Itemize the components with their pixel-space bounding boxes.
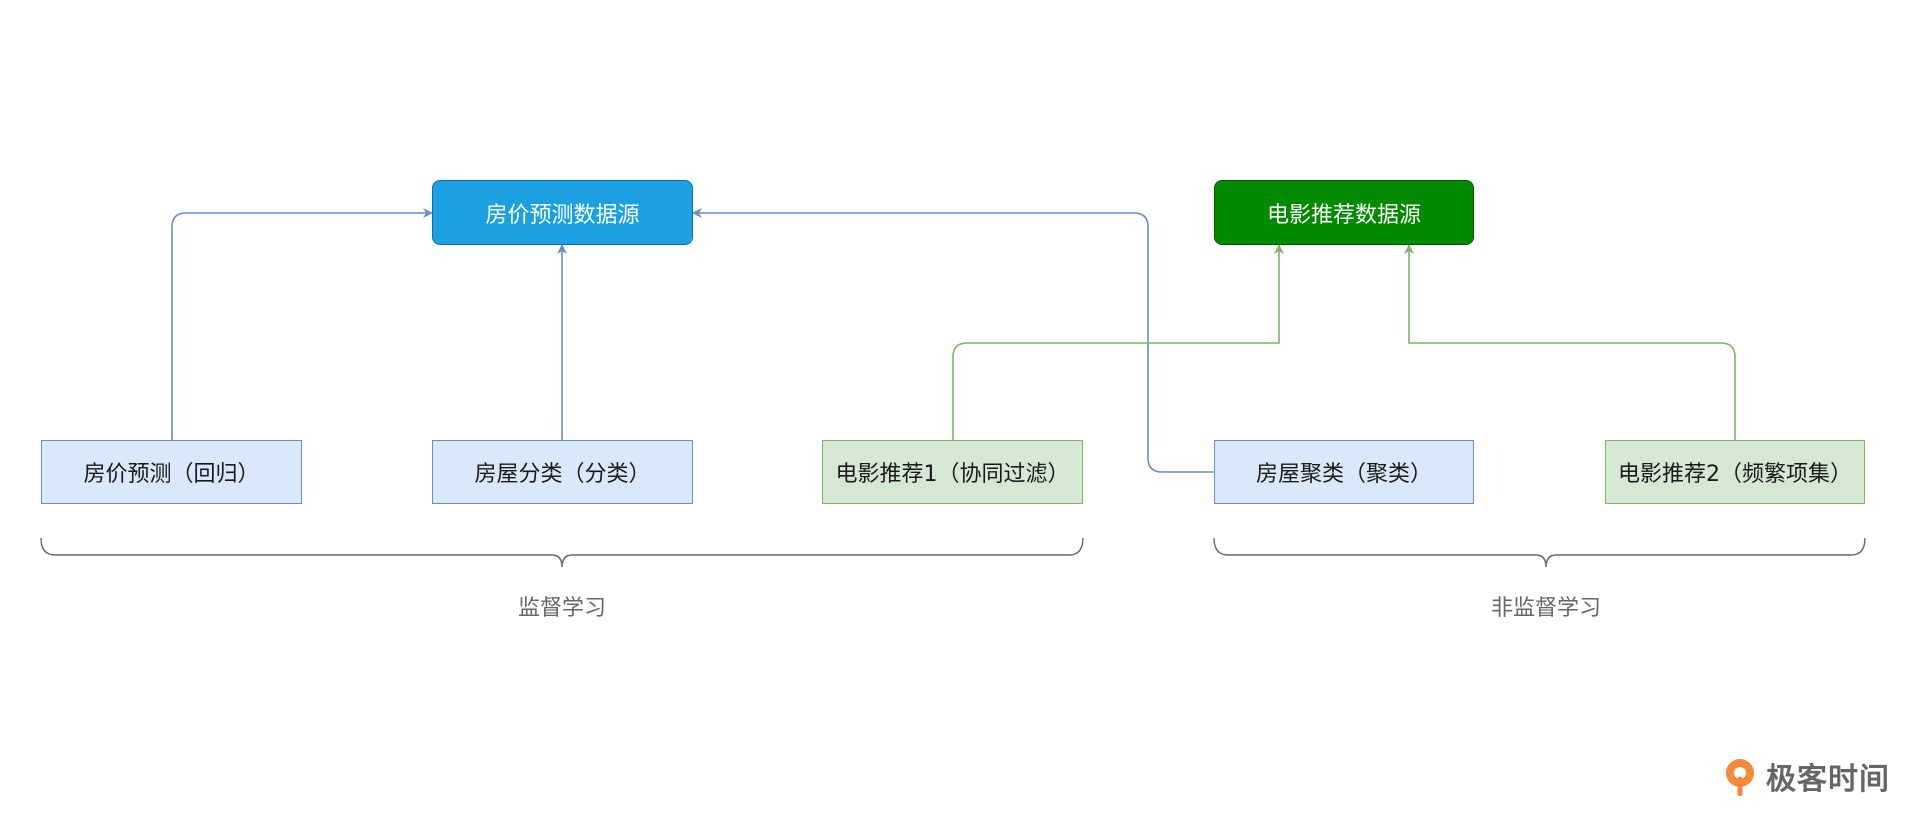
edge-regression-to-house-source	[171, 208, 433, 440]
brace-unsupervised	[1213, 537, 1866, 568]
house-price-regression-node: 房价预测（回归）	[41, 440, 302, 504]
house-classification-node: 房屋分类（分类）	[432, 440, 693, 504]
brace-supervised	[40, 537, 1084, 568]
edge-movie-frequent-to-movie-source	[1404, 244, 1736, 440]
movie-cf-node: 电影推荐1（协同过滤）	[822, 440, 1083, 504]
geek-time-logo-icon	[1726, 759, 1754, 796]
house-clustering-node: 房屋聚类（聚类）	[1214, 440, 1474, 504]
house-price-data-source: 房价预测数据源	[432, 180, 693, 245]
movie-cf-label: 电影推荐1（协同过滤）	[835, 462, 1070, 487]
movie-recommend-data-source-label: 电影推荐数据源	[1266, 202, 1421, 228]
house-price-regression-label: 房价预测（回归）	[83, 462, 260, 487]
supervised-learning-label: 监督学习	[517, 596, 607, 621]
unsupervised-learning-label: 非监督学习	[1490, 596, 1602, 621]
house-clustering-label: 房屋聚类（聚类）	[1255, 462, 1432, 487]
movie-frequent-itemset-label: 电影推荐2（频繁项集）	[1618, 462, 1852, 487]
geek-time-logo: 极客时间	[1722, 754, 1890, 798]
house-classification-label: 房屋分类（分类）	[474, 462, 651, 487]
movie-frequent-itemset-node: 电影推荐2（频繁项集）	[1605, 440, 1865, 504]
geek-time-logo-text: 极客时间	[1766, 762, 1890, 797]
movie-recommend-data-source: 电影推荐数据源	[1214, 180, 1474, 245]
house-price-data-source-label: 房价预测数据源	[485, 202, 640, 228]
edge-movie-cf-to-movie-source	[952, 244, 1284, 440]
